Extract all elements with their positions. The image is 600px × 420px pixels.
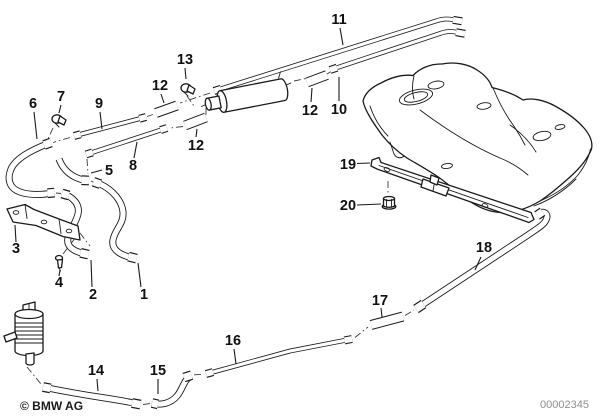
screw <box>54 254 64 272</box>
copyright-notice: © BMW AG <box>20 399 83 413</box>
alignment-lines <box>26 71 415 405</box>
callout-5[interactable]: 5 <box>105 163 113 179</box>
bracket-hole <box>65 228 73 234</box>
tank-rim <box>539 148 591 202</box>
filter-body <box>219 78 289 113</box>
fuel-pipe-16 <box>204 335 353 378</box>
hose-clamp-13 <box>180 83 196 97</box>
callout-16[interactable]: 16 <box>225 333 241 349</box>
strap-body <box>370 156 535 224</box>
strap-bolt-stem <box>432 184 435 192</box>
canister-spout <box>25 352 35 366</box>
strap-hole <box>383 167 391 172</box>
callout-19[interactable]: 19 <box>340 157 356 173</box>
hose-clamp-7 <box>51 114 67 128</box>
strap-clip <box>420 178 450 197</box>
callout-14[interactable]: 14 <box>88 363 104 379</box>
tank-filler-ring-inner <box>403 91 429 103</box>
tank-seam <box>419 109 529 176</box>
nut-facets <box>386 199 392 207</box>
fuel-hose-14 <box>42 382 142 410</box>
strap-bolt <box>429 174 440 186</box>
callout-8[interactable]: 8 <box>129 158 137 174</box>
callout-6[interactable]: 6 <box>29 96 37 112</box>
callout-9[interactable]: 9 <box>95 96 103 112</box>
callout-2[interactable]: 2 <box>89 287 97 303</box>
valve-canister <box>3 301 44 366</box>
fuel-pipe-11 <box>212 15 463 95</box>
tank-strap <box>370 156 535 224</box>
tank-rim <box>533 178 577 207</box>
canister-ribs <box>14 322 44 344</box>
connector-sleeve-12a <box>154 100 179 118</box>
tank-port <box>441 162 453 170</box>
fuel-hose-6 <box>5 137 55 199</box>
callout-7[interactable]: 7 <box>57 89 65 105</box>
fuel-hose-5 <box>55 157 90 186</box>
fuel-pipe-9 <box>72 113 148 140</box>
bracket-hole <box>40 219 48 225</box>
tank-seam <box>369 105 389 137</box>
fuel-hose-15 <box>150 370 194 410</box>
bracket-hole <box>12 210 20 215</box>
connector-sleeve-17 <box>369 311 405 330</box>
callout-11[interactable]: 11 <box>331 12 346 28</box>
callout-12c[interactable]: 12 <box>302 103 318 119</box>
tank-port <box>554 124 566 130</box>
tank-seam <box>492 87 526 146</box>
tank-outline <box>362 62 593 214</box>
connector-sleeve-12b <box>183 112 208 131</box>
mounting-bracket <box>6 203 81 241</box>
filter-inlet-stub <box>201 104 206 107</box>
filter-vent-stub <box>278 71 281 79</box>
flange-nut <box>381 195 397 210</box>
tank-foot <box>389 141 405 159</box>
tank-seam <box>509 124 537 153</box>
canister-top <box>14 308 44 320</box>
callout-13[interactable]: 13 <box>177 52 193 68</box>
callout-4[interactable]: 4 <box>55 275 63 291</box>
tank-seam <box>412 75 415 100</box>
callout-12b[interactable]: 12 <box>188 138 204 154</box>
callout-12a[interactable]: 12 <box>152 78 168 94</box>
connector-sleeve-12c <box>305 70 329 88</box>
fuel-pipe-8 <box>84 124 169 159</box>
callouts: 1 2 3 4 5 6 7 8 9 10 11 12 12 12 13 14 1… <box>12 12 492 379</box>
tank-port <box>476 102 492 110</box>
bracket-fold <box>24 204 62 234</box>
callout-20[interactable]: 20 <box>340 198 356 214</box>
callout-1[interactable]: 1 <box>140 287 148 303</box>
callout-10[interactable]: 10 <box>331 102 347 118</box>
bracket-body <box>6 203 81 241</box>
callout-17[interactable]: 17 <box>372 293 388 309</box>
tank-sender-ring <box>532 130 552 142</box>
callout-leaders <box>14 27 482 394</box>
strap-hole <box>481 203 489 208</box>
fuel-tank <box>362 62 593 214</box>
screw-body <box>56 258 64 269</box>
document-number: 00002345 <box>540 399 589 411</box>
filter-outlet-stub <box>285 82 292 86</box>
nut-top <box>382 195 396 202</box>
tank-port <box>427 80 445 90</box>
callout-18[interactable]: 18 <box>476 240 492 256</box>
fuel-hose-1 <box>91 177 138 264</box>
tank-filler-ring <box>398 88 434 106</box>
fuel-filter <box>201 71 292 113</box>
fuel-hose-18 <box>413 207 551 314</box>
callout-15[interactable]: 15 <box>150 363 166 379</box>
strap-edge <box>378 165 529 218</box>
fuel-pipe-10 <box>328 28 466 74</box>
callout-3[interactable]: 3 <box>12 241 20 257</box>
